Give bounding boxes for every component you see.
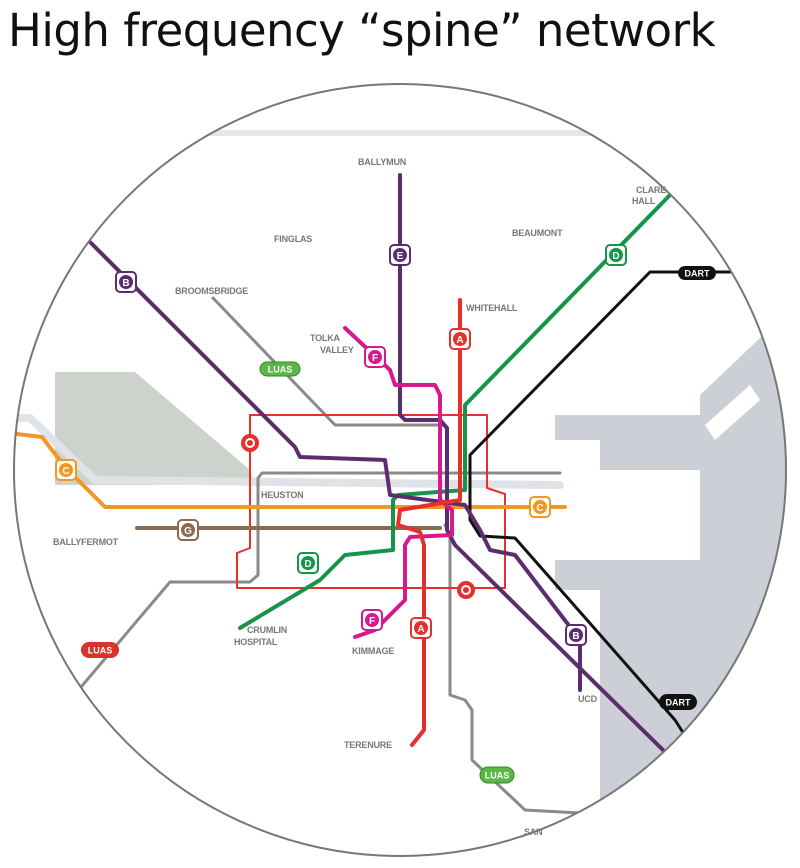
place-ucd: UCD — [578, 694, 598, 704]
luas-green-south — [443, 523, 582, 815]
route-o-badge-south[interactable]: O — [457, 581, 475, 599]
route-a-label: A — [417, 624, 424, 635]
map-boundary — [13, 83, 787, 857]
route-g-label: G — [184, 526, 192, 537]
route-d-label: D — [612, 251, 619, 262]
route-o-label: O — [462, 586, 470, 597]
route-b-label: B — [122, 278, 129, 289]
place-crumlin-hospital-2: HOSPITAL — [234, 637, 278, 647]
route-a-badge-south[interactable]: A — [410, 617, 432, 639]
route-g-badge[interactable]: G — [177, 519, 199, 541]
route-a-badge[interactable]: A — [449, 328, 471, 350]
route-o-label: O — [246, 439, 254, 450]
route-f-label: F — [369, 616, 375, 627]
place-sandyford: SAN — [524, 827, 542, 837]
route-o-badge[interactable]: O — [241, 434, 259, 452]
place-tolka-valley-2: VALLEY — [320, 345, 354, 355]
page-title: High frequency “spine” network — [8, 4, 716, 57]
route-f-badge-south[interactable]: F — [361, 609, 383, 631]
luas-green-badge[interactable]: LUAS — [259, 361, 301, 377]
luas-red-badge[interactable]: LUAS — [81, 642, 119, 658]
route-f-line — [343, 326, 454, 639]
route-b-badge[interactable]: B — [115, 271, 137, 293]
place-crumlin-hospital: CRUMLIN — [247, 625, 287, 635]
place-finglas: FINGLAS — [274, 234, 312, 244]
luas-label: LUAS — [485, 771, 510, 781]
route-f-label: F — [372, 353, 378, 364]
route-f-badge[interactable]: F — [364, 346, 386, 368]
place-whitehall: WHITEHALL — [466, 303, 518, 313]
place-terenure: TERENURE — [344, 740, 392, 750]
route-d-badge-south[interactable]: D — [297, 552, 319, 574]
park — [55, 372, 255, 485]
route-e-label: E — [397, 251, 404, 262]
route-a-line — [396, 298, 462, 747]
place-tolka-valley: TOLKA — [310, 333, 341, 343]
place-ballymun: BALLYMUN — [358, 157, 406, 167]
place-clare-hall-2: HALL — [632, 196, 656, 206]
place-ballyfermot: BALLYFERMOT — [53, 537, 119, 547]
route-b-label: B — [572, 631, 579, 642]
route-d-label: D — [304, 559, 311, 570]
route-a-label: A — [456, 335, 463, 346]
route-b-badge-south[interactable]: B — [565, 624, 587, 646]
luas-label: LUAS — [268, 365, 293, 375]
dart-label: DART — [685, 269, 710, 279]
place-beaumont: BEAUMONT — [512, 228, 563, 238]
place-kimmage: KIMMAGE — [352, 646, 394, 656]
route-b-line — [86, 238, 582, 692]
route-c-badge-east[interactable]: C — [529, 496, 551, 518]
dart-badge-north[interactable]: DART — [678, 266, 716, 280]
dart-line — [468, 270, 732, 792]
route-d-badge[interactable]: D — [605, 244, 627, 266]
place-heuston: HEUSTON — [261, 490, 303, 500]
route-c-badge[interactable]: C — [55, 459, 77, 481]
dart-badge-south[interactable]: DART — [659, 694, 697, 710]
route-e-line — [398, 173, 667, 754]
luas-red-line — [68, 471, 562, 702]
sea — [555, 300, 786, 856]
place-broomsbridge: BROOMSBRIDGE — [175, 286, 248, 296]
route-c-label: C — [536, 503, 543, 514]
dart-label: DART — [666, 698, 691, 708]
route-c-label: C — [62, 466, 69, 477]
luas-green-badge-south[interactable]: LUAS — [479, 766, 515, 784]
luas-green-line — [211, 296, 447, 427]
pier — [705, 385, 760, 440]
route-d-line — [238, 193, 672, 630]
route-e-badge[interactable]: E — [389, 244, 411, 266]
luas-label: LUAS — [88, 646, 113, 656]
place-clare-hall: CLARE — [636, 185, 666, 195]
